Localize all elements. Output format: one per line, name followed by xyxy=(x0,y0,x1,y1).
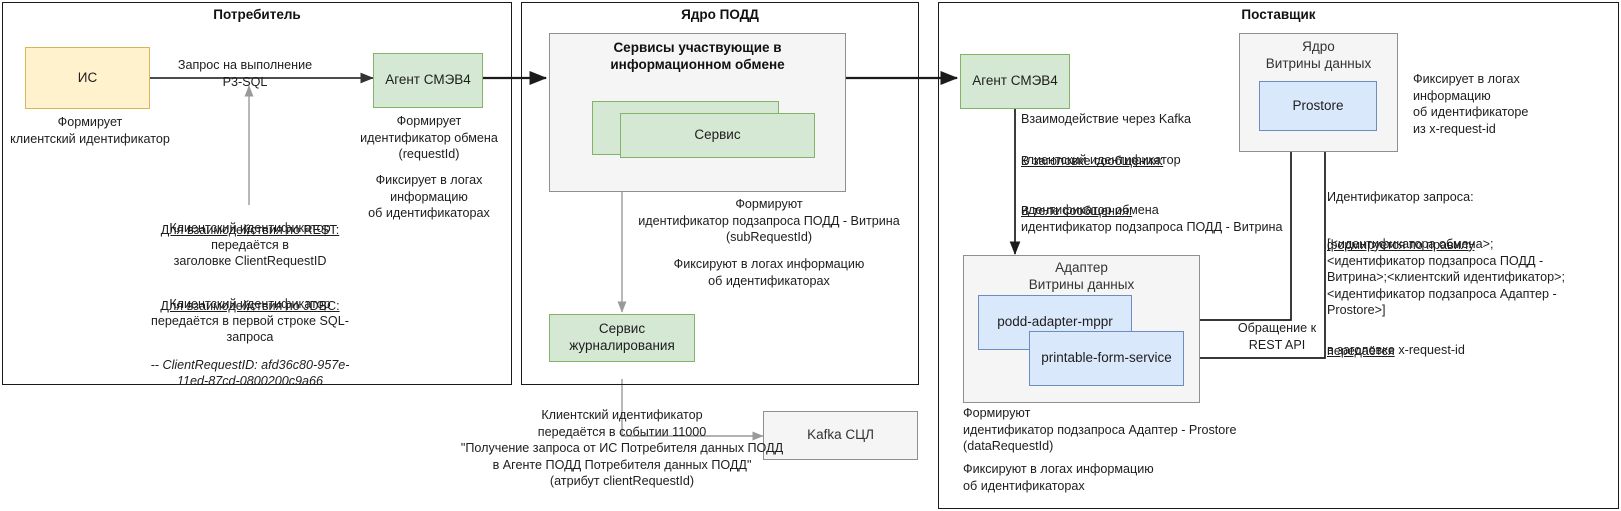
note-adapter-forms: Формируют идентификатор подзапроса Адапт… xyxy=(963,406,1237,454)
msg-body-title-text: В теле сообщения: xyxy=(1021,203,1133,218)
node-service[interactable]: Сервис xyxy=(620,113,815,158)
note-core-logs: Фиксируют в логах информацию об идентифи… xyxy=(673,257,865,288)
node-prostore[interactable]: Prostore xyxy=(1259,81,1377,131)
rest-title-text: Для взаимодействия по REST: xyxy=(160,222,340,237)
node-kafka-scl[interactable]: Kafka СЦЛ xyxy=(763,411,918,460)
request-id-pass-title-text: передаётся xyxy=(1327,343,1395,358)
note-msg-body-title: В теле сообщения: xyxy=(1021,186,1301,219)
group-adapter-vitrina-title: Адаптер Витрины данных xyxy=(1028,260,1135,292)
note-request-id-rule-title: формируется по правилу xyxy=(1327,220,1617,253)
note-kafka-event: Клиентский идентификатор передаётся в со… xyxy=(460,408,784,489)
note-is-forms: Формирует клиентский идентификатор xyxy=(10,115,170,146)
panel-provider-title: Поставщик xyxy=(1241,7,1316,22)
node-is[interactable]: ИС xyxy=(25,47,150,109)
edge-label-request: Запрос на выполнение P3-SQL xyxy=(177,58,313,89)
note-request-id-pass-body: в заголовке x-request-id xyxy=(1327,343,1465,357)
note-msg-header-title: В заголовке сообщения: xyxy=(1021,136,1301,169)
node-printable-form-service[interactable]: printable-form-service xyxy=(1029,331,1184,386)
note-request-id-pass-title: передаётся xyxy=(1327,326,1617,359)
note-adapter-logs: Фиксируют в логах информацию об идентифи… xyxy=(963,462,1154,493)
note-jdbc-body: Клиентский идентификатор передаётся в пе… xyxy=(151,297,349,345)
panel-core-title: Ядро ПОДД xyxy=(681,7,759,22)
note-prostore-logs: Фиксирует в логах информацию об идентифи… xyxy=(1413,72,1529,136)
msg-header-title-text: В заголовке сообщения: xyxy=(1021,153,1164,168)
panel-core xyxy=(521,2,919,385)
note-msg-header-body: клиентский идентификатор xyxy=(1021,153,1181,167)
note-rest-title: Для взаимодействия по REST: xyxy=(140,205,360,238)
panel-provider xyxy=(938,2,1619,509)
note-kafka-interaction: Взаимодействие через Kafka xyxy=(1021,112,1192,126)
note-agent-logs: Фиксирует в логах информацию об идентифи… xyxy=(368,173,490,221)
note-agent-forms: Формирует идентификатор обмена (requestI… xyxy=(360,114,498,162)
jdbc-title-text: Для взаимодействия по JDBC: xyxy=(160,298,340,313)
group-core-vitrina-title: Ядро Витрины данных xyxy=(1265,39,1372,71)
note-request-id-title: Идентификатор запроса: xyxy=(1327,190,1474,204)
jdbc-sample-text: -- ClientRequestID: afd36c80-957e- 11ed-… xyxy=(150,357,350,389)
panel-consumer xyxy=(2,2,512,385)
note-msg-body-body: идентификатор обмена идентификатор подза… xyxy=(1021,203,1283,234)
note-rest-api-call: Обращение к REST API xyxy=(1237,321,1317,352)
note-rest-body: Клиентский идентификатор передаётся в за… xyxy=(169,221,331,269)
node-agent-smev4-consumer[interactable]: Агент СМЭВ4 xyxy=(373,53,483,108)
node-agent-smev4-provider[interactable]: Агент СМЭВ4 xyxy=(960,54,1070,109)
group-services-title: Сервисы участвующие в информационном обм… xyxy=(610,40,785,72)
note-jdbc-sample: -- ClientRequestID: afd36c80-957e- 11ed-… xyxy=(132,340,368,390)
note-request-id-rule-body: [<идентификатора обмена>; <идентификатор… xyxy=(1327,237,1565,318)
node-logging-service[interactable]: Сервис журналирования xyxy=(549,314,695,362)
note-core-forms: Формируют идентификатор подзапроса ПОДД … xyxy=(638,197,900,245)
request-id-rule-title-text: формируется по правилу xyxy=(1327,237,1475,252)
panel-consumer-title: Потребитель xyxy=(213,7,301,22)
note-jdbc-title: Для взаимодействия по JDBC: xyxy=(140,281,360,314)
